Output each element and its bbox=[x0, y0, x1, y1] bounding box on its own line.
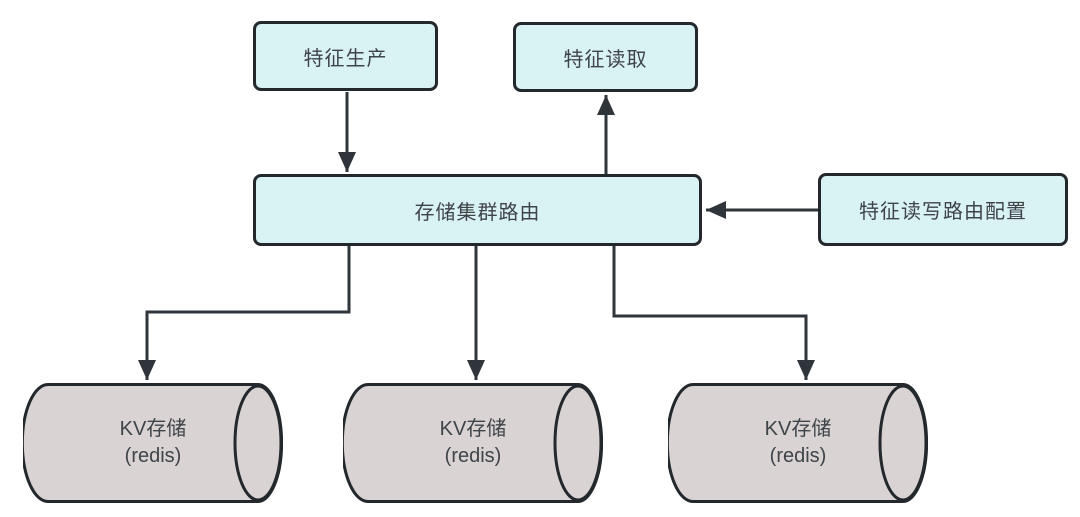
cylinder-shape bbox=[668, 383, 928, 503]
node-feature-reader-label: 特征读取 bbox=[563, 48, 648, 71]
kv-store-name: KV存储 bbox=[439, 418, 507, 440]
node-kv-store-2: KV存储 (redis) bbox=[343, 383, 603, 503]
node-storage-cluster-router: 存储集群路由 bbox=[253, 174, 702, 246]
edge-router-to-kv3 bbox=[612, 246, 815, 380]
node-feature-producer: 特征生产 bbox=[253, 21, 438, 91]
kv-store-engine: (redis) bbox=[769, 445, 827, 467]
node-kv-store-2-label: KV存储 (redis) bbox=[343, 383, 603, 503]
node-route-config-label: 特征读写路由配置 bbox=[859, 201, 1027, 223]
cylinder-shape bbox=[343, 383, 603, 503]
node-kv-store-3: KV存储 (redis) bbox=[668, 383, 928, 503]
kv-store-name: KV存储 bbox=[119, 418, 187, 440]
node-route-config: 特征读写路由配置 bbox=[818, 173, 1068, 246]
edge-router-to-kv1 bbox=[138, 246, 351, 380]
kv-store-engine: (redis) bbox=[444, 445, 502, 467]
cylinder-shape bbox=[23, 383, 283, 503]
node-kv-store-3-label: KV存储 (redis) bbox=[668, 383, 928, 503]
kv-store-name: KV存储 bbox=[764, 418, 832, 440]
node-storage-cluster-router-label: 存储集群路由 bbox=[414, 201, 541, 224]
node-feature-reader: 特征读取 bbox=[513, 22, 698, 92]
node-feature-producer-label: 特征生产 bbox=[303, 47, 388, 70]
kv-store-engine: (redis) bbox=[124, 445, 182, 467]
node-kv-store-1: KV存储 (redis) bbox=[23, 383, 283, 503]
node-kv-store-1-label: KV存储 (redis) bbox=[23, 383, 283, 503]
